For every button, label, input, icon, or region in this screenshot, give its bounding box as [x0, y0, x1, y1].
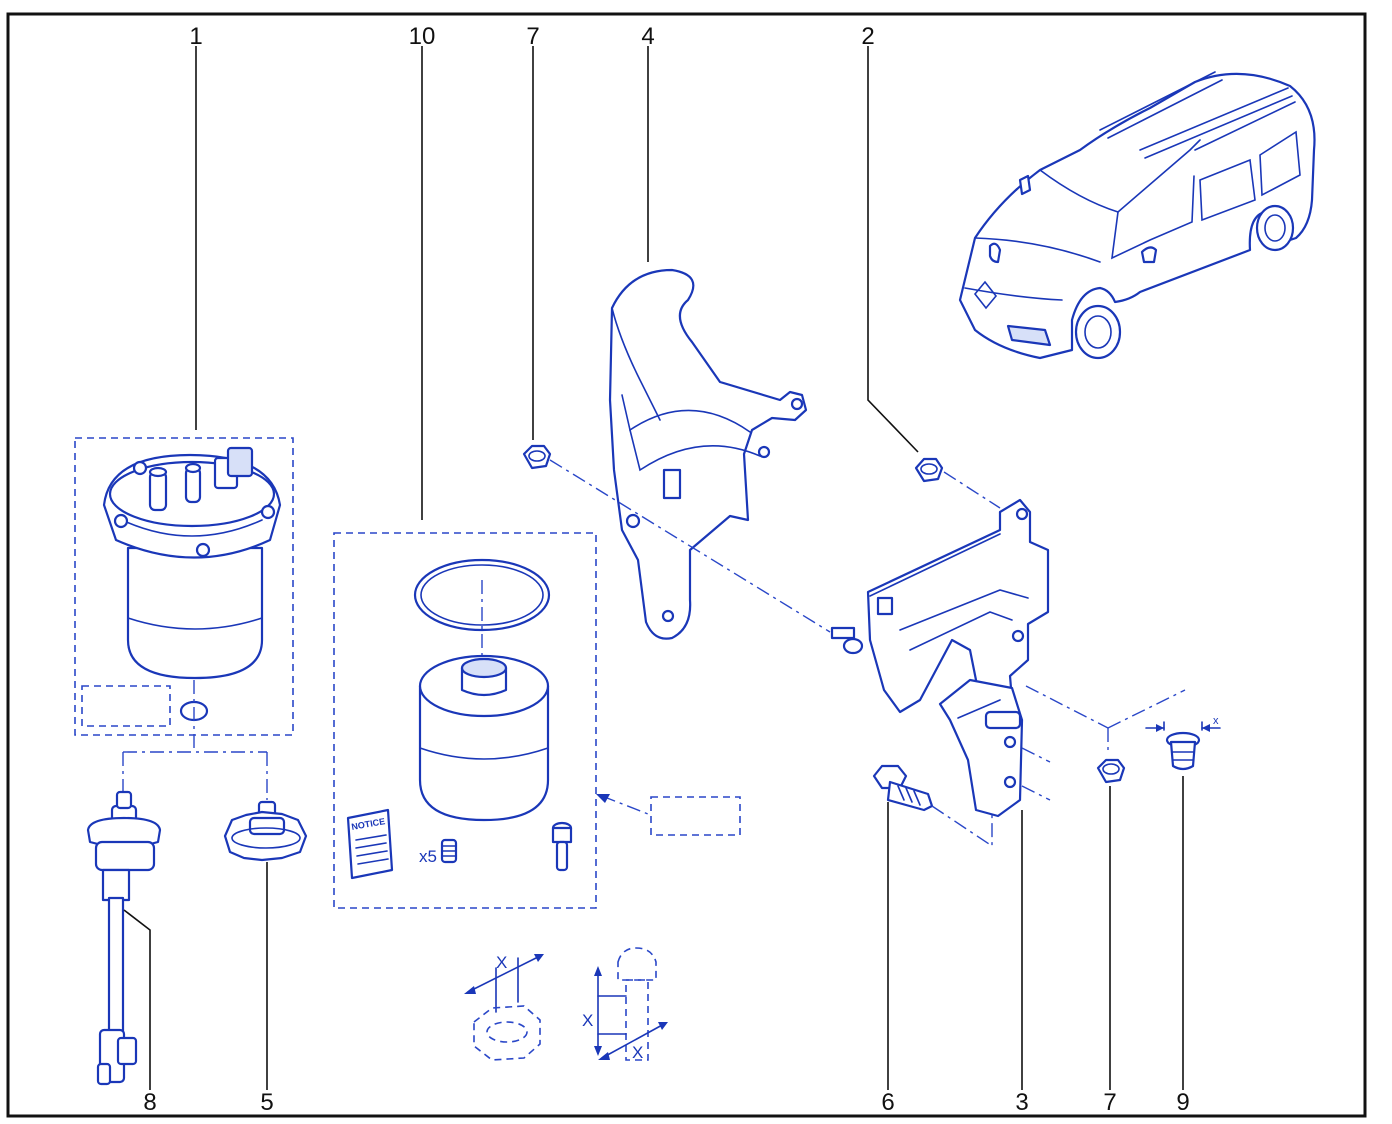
part-10-dashed-box [333, 532, 597, 909]
bolt-horizontal-dimension-label: X [632, 1043, 643, 1062]
part-3-bracket [830, 498, 1050, 818]
part-10-empty-ref-box [650, 796, 741, 836]
diagram-frame [6, 12, 1367, 1118]
callout-10: 10 [409, 23, 436, 50]
part-10-filter-kit: NOTICE x5 [333, 532, 741, 909]
nut-dimension-diagram: X [464, 953, 544, 1061]
callout-3: 3 [1015, 1089, 1028, 1116]
callout-4: 4 [641, 23, 654, 50]
nut-dimension-label: X [496, 953, 507, 972]
rivet-dimension-label: x [1213, 715, 1219, 727]
callout-9: 9 [1176, 1089, 1189, 1116]
part-4-heat-shield [608, 268, 808, 640]
notice-booklet: NOTICE [346, 808, 394, 880]
part-2-nut [914, 457, 944, 483]
callout-7-bottom: 7 [1103, 1089, 1116, 1116]
part-1-empty-ref-box [81, 685, 171, 727]
bolt-dimension-diagram: X X [582, 947, 668, 1062]
screw-quantity-label: x5 [419, 847, 437, 866]
vehicle-illustration [958, 71, 1316, 360]
kit-screw [440, 838, 458, 864]
callout-1: 1 [189, 23, 202, 50]
part-5-drain-plug [223, 800, 308, 862]
callout-5: 5 [260, 1089, 273, 1116]
part-1-dashed-box [74, 437, 294, 736]
part-7-nut-bottom [1096, 758, 1126, 784]
callout-8: 8 [143, 1089, 156, 1116]
part-8-water-sensor [86, 790, 162, 1086]
callout-6: 6 [881, 1089, 894, 1116]
part-9-rivet-nut: x [1145, 715, 1221, 771]
part-1-fuel-filter-assembly [74, 437, 294, 800]
part-6-bolt [872, 764, 934, 812]
part-7-nut-top [522, 444, 552, 470]
callout-2: 2 [861, 23, 874, 50]
kit-pin [551, 821, 573, 872]
bolt-vertical-dimension-label: X [582, 1011, 593, 1030]
callout-7-top: 7 [526, 23, 539, 50]
